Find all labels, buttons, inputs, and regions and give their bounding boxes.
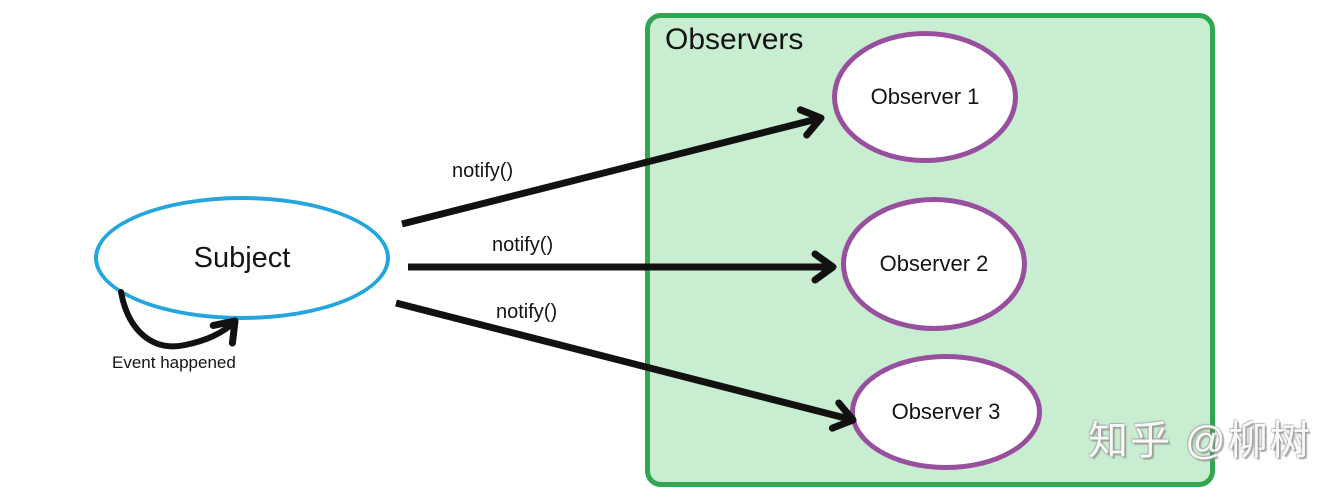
observer-1-label: Observer 1: [870, 84, 980, 109]
subject-label: Subject: [193, 241, 291, 274]
observer-2-label: Observer 2: [879, 251, 989, 276]
notify-label-3: notify(): [496, 301, 558, 323]
subject-node: Subject: [94, 196, 390, 320]
event-happened-label: Event happened: [112, 353, 236, 372]
notify-label-2: notify(): [492, 234, 554, 256]
observer-3-node: Observer 3: [850, 354, 1042, 470]
observers-box-title: Observers: [665, 23, 804, 56]
observer-3-label: Observer 3: [891, 399, 1001, 424]
observer-2-node: Observer 2: [841, 197, 1027, 331]
zhihu-watermark: 知乎 @柳树: [1088, 419, 1312, 463]
observer-1-node: Observer 1: [832, 31, 1018, 163]
notify-label-1: notify(): [452, 160, 514, 182]
